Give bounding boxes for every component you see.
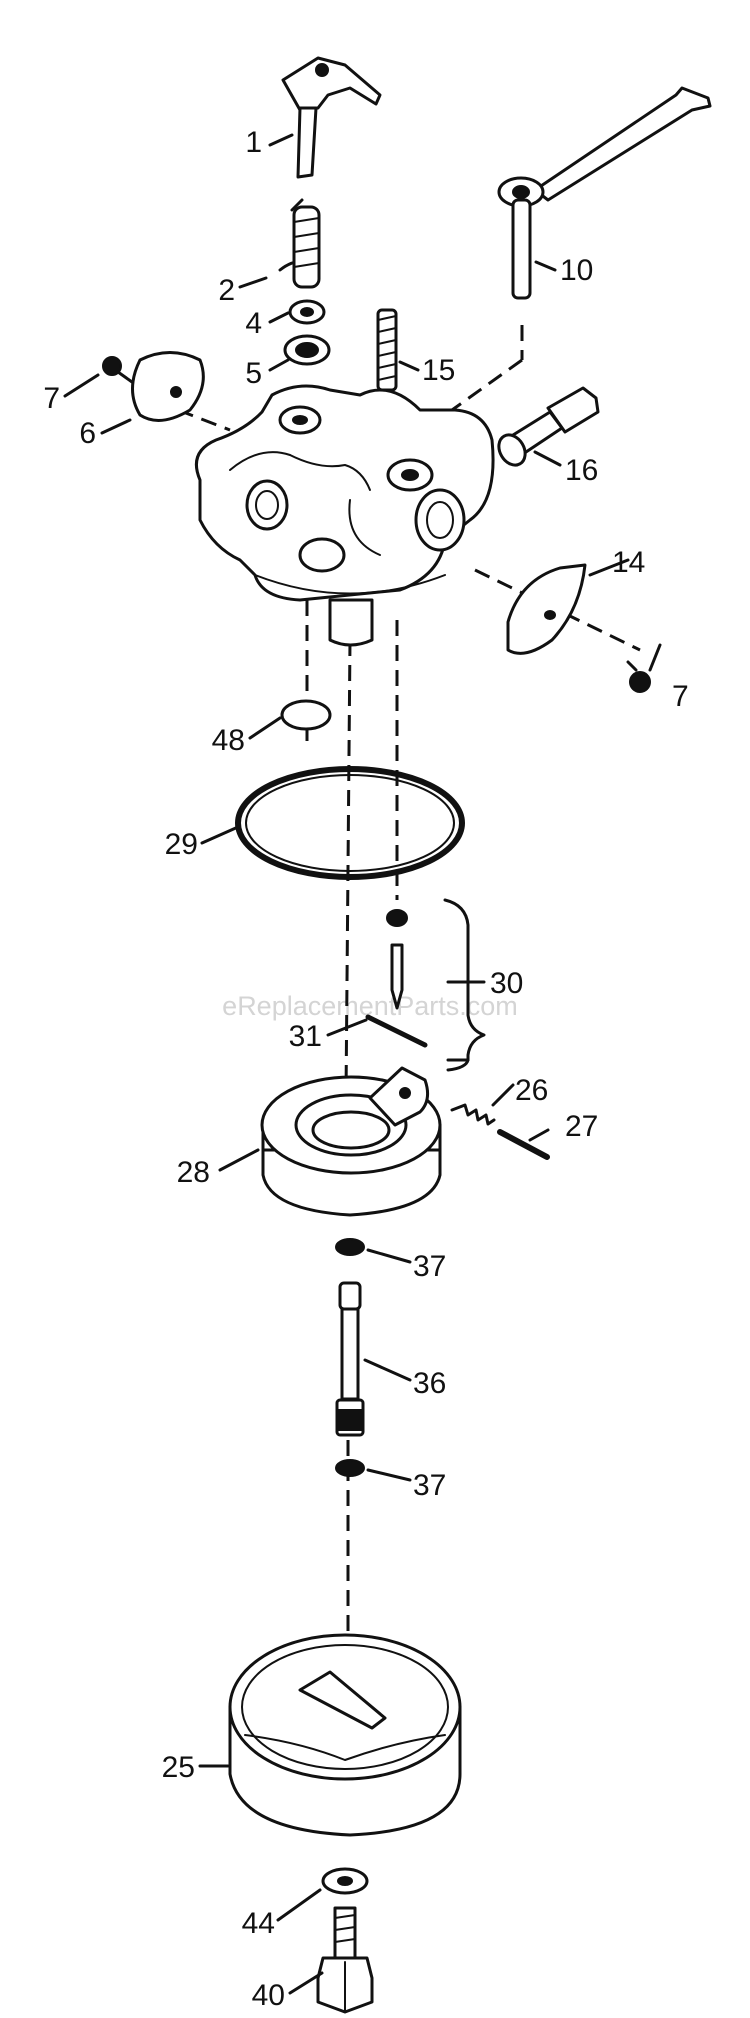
part-label-26: 26 [515,1074,548,1107]
part-label-2: 2 [218,274,235,307]
part-label-14: 14 [612,546,645,579]
part-label-27: 27 [565,1110,598,1143]
part-label-40: 40 [252,1979,285,2012]
float-spring-part [450,1103,496,1126]
fuel-bowl-part [228,1633,462,1837]
part-label-1: 1 [245,126,262,159]
throttle-shaft-part [281,56,382,179]
part-label-37-upper: 37 [413,1250,446,1283]
part-label-10: 10 [560,254,593,287]
part-label-44: 44 [242,1907,275,1940]
stud-part [376,308,398,392]
part-label-16: 16 [565,454,598,487]
screw-right-part [626,660,651,693]
float-hinge-pin-part [497,1129,550,1160]
choke-plate-left-part [131,351,205,422]
part-label-31: 31 [289,1020,322,1053]
fuel-fitting-part [497,386,600,467]
float-pin-part [365,1014,428,1048]
bowl-washer-part [321,1867,369,1895]
part-label-30: 30 [490,967,523,1000]
washer-part [288,299,326,325]
bowl-nut-part [316,1906,374,2014]
upper-o-ring-part [335,1238,365,1256]
screw-left-part [102,356,134,384]
part-labels: 1 2 4 5 6 7 7 10 14 15 16 25 26 27 28 29… [43,126,688,2012]
choke-shaft-part [497,86,712,300]
part-label-48: 48 [212,724,245,757]
carburetor-body-part [195,384,495,647]
part-label-6: 6 [79,417,96,450]
lower-o-ring-part [335,1459,365,1477]
part-label-15: 15 [422,354,455,387]
label-leader-lines [63,133,662,1995]
bowl-gasket-ring-part [235,766,465,880]
float-part [260,1066,442,1217]
main-jet-part [335,1281,365,1437]
part-label-28: 28 [177,1156,210,1189]
part-label-25: 25 [162,1751,195,1784]
part-label-5: 5 [245,357,262,390]
small-gasket-part [280,699,332,731]
part-label-29: 29 [165,828,198,861]
seal-part [283,334,331,366]
needle-valve-part [386,898,486,1072]
choke-plate-right-part [506,563,587,655]
part-label-4: 4 [245,307,262,340]
part-label-7-left: 7 [43,382,60,415]
part-label-7-right: 7 [672,680,689,713]
throttle-spring-part [278,198,321,289]
part-label-36: 36 [413,1367,446,1400]
part-label-37-lower: 37 [413,1469,446,1502]
